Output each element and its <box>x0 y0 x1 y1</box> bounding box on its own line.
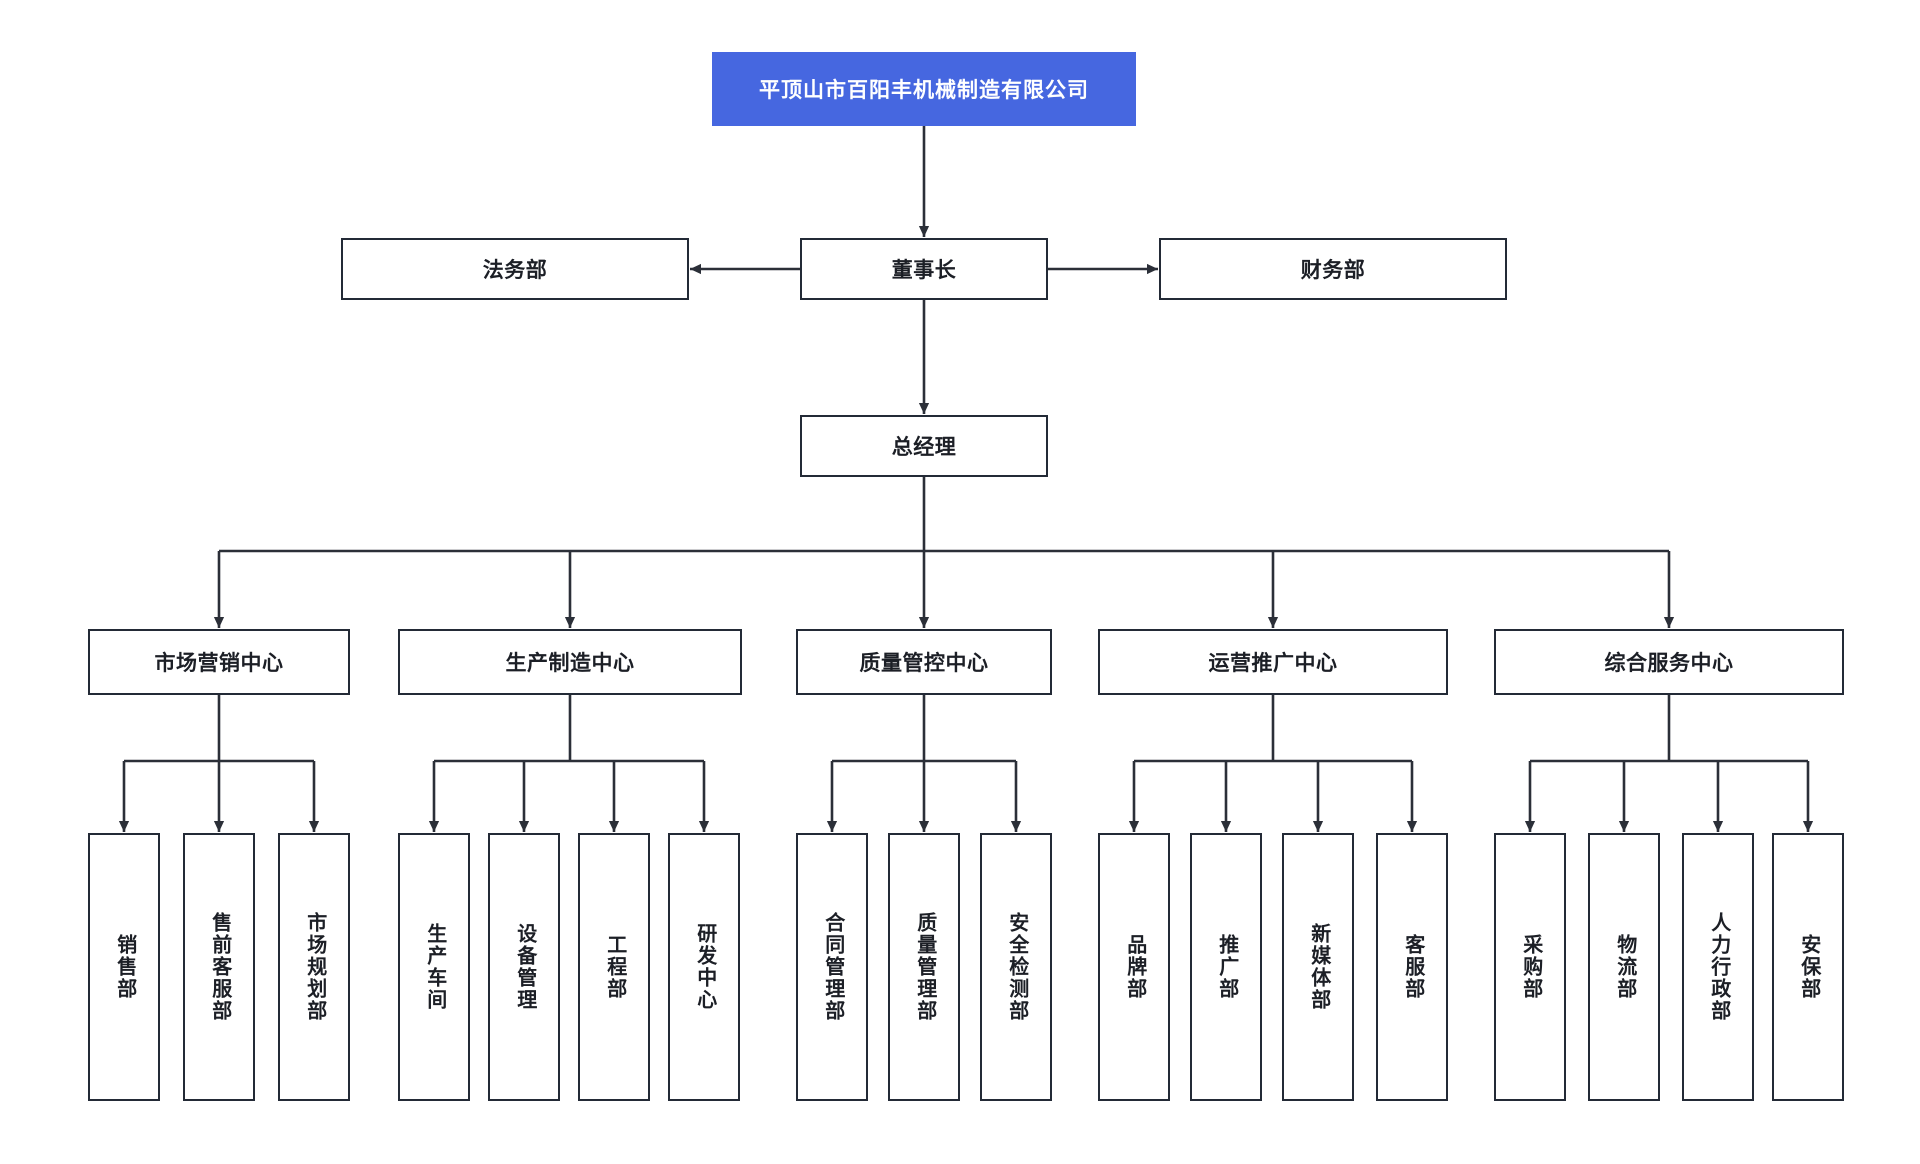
node-label: 综合服务中心 <box>1604 652 1734 675</box>
node-label: 研发中心 <box>693 923 716 1011</box>
node-center-operations[interactable]: 运营推广中心 <box>1098 629 1448 695</box>
node-legal-department[interactable]: 法务部 <box>341 238 689 300</box>
node-leaf-department[interactable]: 售前客服部 <box>183 833 255 1101</box>
node-label: 市场规划部 <box>303 912 326 1022</box>
node-company-root[interactable]: 平顶山市百阳丰机械制造有限公司 <box>712 52 1136 126</box>
node-center-quality[interactable]: 质量管控中心 <box>796 629 1052 695</box>
node-general-manager[interactable]: 总经理 <box>800 415 1048 477</box>
node-label: 法务部 <box>482 259 548 282</box>
node-label: 市场营销中心 <box>154 652 284 675</box>
node-leaf-department[interactable]: 质量管理部 <box>888 833 960 1101</box>
node-leaf-department[interactable]: 安保部 <box>1772 833 1844 1101</box>
node-label: 合同管理部 <box>821 912 844 1022</box>
node-label: 质量管理部 <box>913 912 936 1022</box>
node-label: 售前客服部 <box>208 912 231 1022</box>
node-leaf-department[interactable]: 研发中心 <box>668 833 740 1101</box>
node-leaf-department[interactable]: 合同管理部 <box>796 833 868 1101</box>
node-leaf-department[interactable]: 销售部 <box>88 833 160 1101</box>
node-leaf-department[interactable]: 生产车间 <box>398 833 470 1101</box>
node-leaf-department[interactable]: 客服部 <box>1376 833 1448 1101</box>
node-label: 安保部 <box>1797 934 1820 1000</box>
node-leaf-department[interactable]: 安全检测部 <box>980 833 1052 1101</box>
node-label: 人力行政部 <box>1707 912 1730 1022</box>
node-label: 财务部 <box>1300 259 1366 282</box>
node-label: 生产制造中心 <box>505 652 635 675</box>
node-label: 总经理 <box>891 436 957 459</box>
node-label: 设备管理 <box>513 923 536 1011</box>
node-label: 生产车间 <box>423 923 446 1011</box>
node-center-marketing[interactable]: 市场营销中心 <box>88 629 350 695</box>
node-label: 采购部 <box>1519 934 1542 1000</box>
node-leaf-department[interactable]: 新媒体部 <box>1282 833 1354 1101</box>
node-label: 物流部 <box>1613 934 1636 1000</box>
node-leaf-department[interactable]: 品牌部 <box>1098 833 1170 1101</box>
node-chairman[interactable]: 董事长 <box>800 238 1048 300</box>
node-leaf-department[interactable]: 工程部 <box>578 833 650 1101</box>
node-leaf-department[interactable]: 推广部 <box>1190 833 1262 1101</box>
node-label: 新媒体部 <box>1307 923 1330 1011</box>
node-finance-department[interactable]: 财务部 <box>1159 238 1507 300</box>
node-leaf-department[interactable]: 市场规划部 <box>278 833 350 1101</box>
node-label: 工程部 <box>603 934 626 1000</box>
node-label: 销售部 <box>113 934 136 1000</box>
node-label: 客服部 <box>1401 934 1424 1000</box>
node-label: 安全检测部 <box>1005 912 1028 1022</box>
node-label: 平顶山市百阳丰机械制造有限公司 <box>759 79 1089 102</box>
node-leaf-department[interactable]: 采购部 <box>1494 833 1566 1101</box>
node-label: 质量管控中心 <box>859 652 989 675</box>
node-center-manufacturing[interactable]: 生产制造中心 <box>398 629 742 695</box>
node-label: 品牌部 <box>1123 934 1146 1000</box>
node-label: 董事长 <box>891 259 957 282</box>
node-center-shared-services[interactable]: 综合服务中心 <box>1494 629 1844 695</box>
node-leaf-department[interactable]: 物流部 <box>1588 833 1660 1101</box>
node-label: 推广部 <box>1215 934 1238 1000</box>
node-label: 运营推广中心 <box>1208 652 1338 675</box>
node-leaf-department[interactable]: 设备管理 <box>488 833 560 1101</box>
node-leaf-department[interactable]: 人力行政部 <box>1682 833 1754 1101</box>
